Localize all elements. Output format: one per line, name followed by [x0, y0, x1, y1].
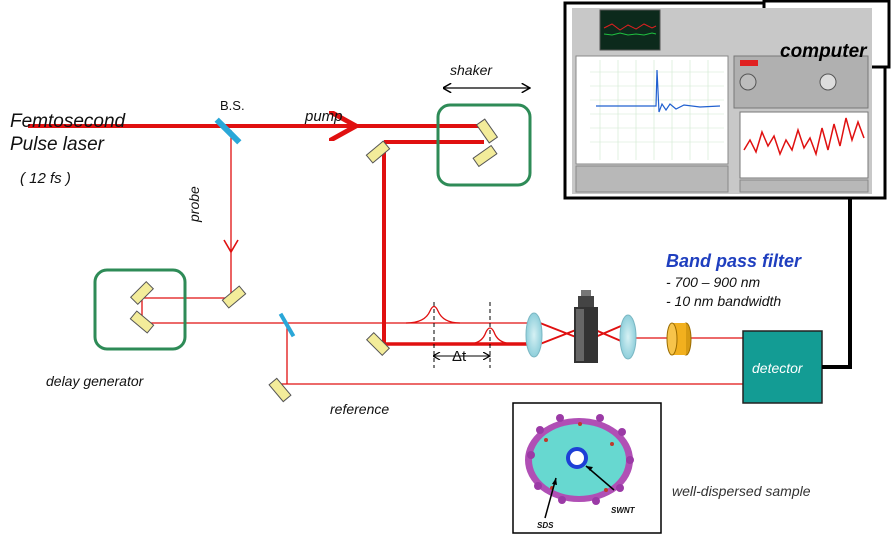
laser-label-line1: Femtosecond: [10, 111, 126, 132]
detector-box: [742, 330, 823, 404]
delta-t-label: Δt: [452, 348, 467, 365]
shaker-enclosure: [436, 103, 532, 187]
swnt-label: SWNT: [611, 506, 635, 515]
pump-label: pump: [305, 108, 343, 125]
pump-pulse: [405, 305, 461, 324]
filter-icon: [666, 322, 692, 356]
screenshot-thumbnail: [572, 8, 872, 194]
shaker-label: shaker: [450, 62, 493, 78]
detector-label: detector: [752, 360, 803, 376]
delay-generator-enclosure: [93, 268, 187, 351]
mirror-icon: [129, 118, 499, 403]
probe-pulse: [467, 327, 515, 345]
lens-icon: [525, 312, 543, 358]
sample-image: [512, 402, 662, 534]
band-pass-spec1: - 700 – 900 nm: [666, 274, 761, 290]
reference-label: reference: [330, 401, 390, 417]
probe-arrow: [223, 239, 239, 254]
signal-cable: [822, 196, 852, 369]
delta-t-marker: [434, 302, 490, 368]
sample-cell-icon: [574, 290, 598, 363]
band-pass-spec2: - 10 nm bandwidth: [666, 293, 782, 309]
probe-label: probe: [186, 186, 202, 222]
pump-beam: [28, 124, 540, 346]
sample-label: well-dispersed sample: [672, 483, 811, 499]
beam-splitter-label: B.S.: [220, 98, 245, 113]
laser-label-line2: Pulse laser: [10, 134, 104, 155]
sds-label: SDS: [537, 521, 554, 530]
lens-icon: [619, 314, 637, 360]
focus-beam: [539, 322, 746, 345]
pulse-duration-label: ( 12 fs ): [20, 170, 71, 187]
computer-label: computer: [780, 41, 867, 62]
probe-beam: [141, 130, 746, 385]
band-pass-title: Band pass filter: [666, 251, 802, 271]
beam-splitter-icon: [214, 117, 296, 338]
delay-generator-label: delay generator: [46, 373, 144, 389]
